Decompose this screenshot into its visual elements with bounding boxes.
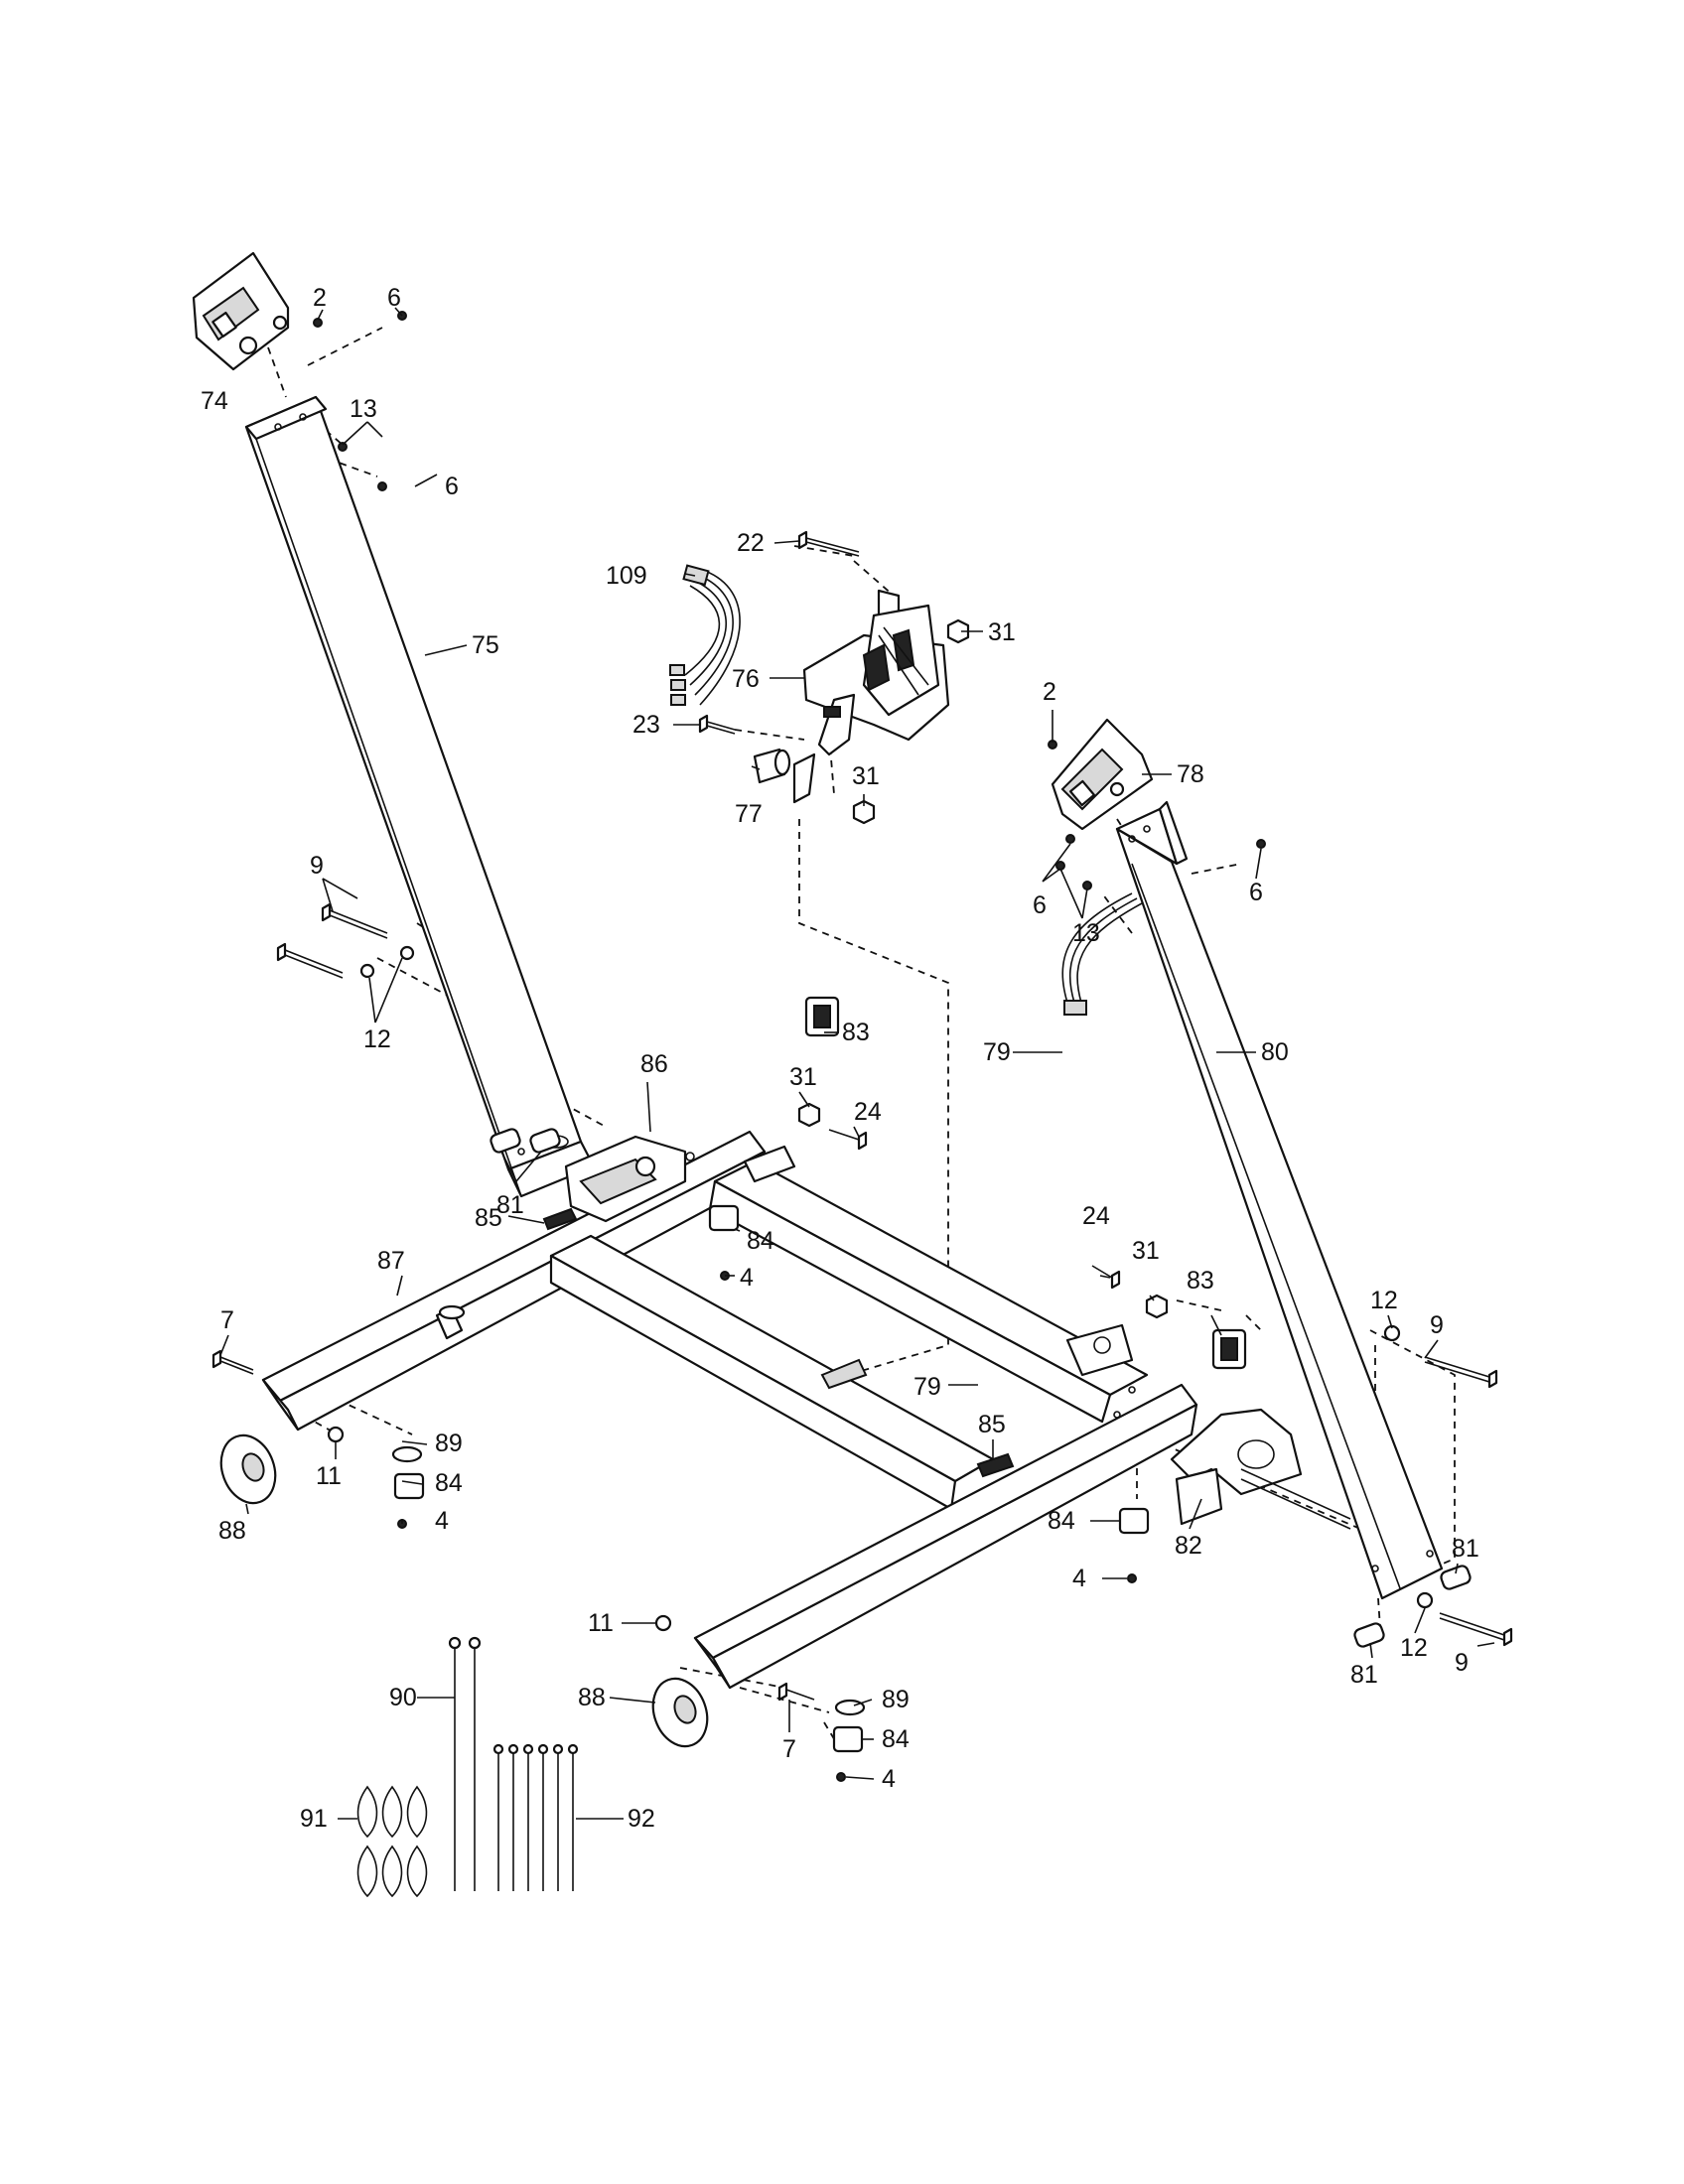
callout-2: 2 (1043, 678, 1056, 706)
callout-4: 4 (435, 1507, 449, 1535)
callout-22: 22 (737, 529, 765, 557)
callout-4: 4 (1072, 1565, 1086, 1592)
wheels (219, 1433, 709, 1748)
callout-11: 11 (316, 1462, 342, 1490)
callout-4: 4 (882, 1765, 896, 1793)
callout-31: 31 (1132, 1237, 1160, 1265)
callout-31: 31 (789, 1063, 817, 1091)
callout-6: 6 (1033, 891, 1047, 919)
callout-82: 82 (1175, 1532, 1202, 1560)
wire-harness (669, 564, 741, 706)
callout-88: 88 (578, 1684, 606, 1711)
bolts-22-23 (698, 530, 860, 735)
left-upright (244, 395, 596, 1198)
right-upright (1115, 800, 1444, 1600)
callout-88: 88 (218, 1517, 246, 1545)
callout-24: 24 (854, 1098, 882, 1126)
callout-79: 79 (983, 1038, 1011, 1066)
leader-lines (219, 307, 1495, 1820)
callout-85: 85 (978, 1411, 1006, 1438)
callout-84: 84 (747, 1227, 774, 1255)
callout-87: 87 (377, 1247, 405, 1275)
callout-81: 81 (1452, 1535, 1479, 1563)
rear-hood (1170, 1408, 1351, 1530)
callout-84: 84 (882, 1725, 910, 1753)
callout-6: 6 (1249, 879, 1263, 906)
callout-86: 86 (640, 1050, 668, 1078)
callout-84: 84 (435, 1469, 463, 1497)
callout-12: 12 (363, 1025, 391, 1053)
callout-76: 76 (732, 665, 760, 693)
nuts-31 (797, 618, 1169, 1319)
callout-12: 12 (1370, 1287, 1398, 1314)
callout-2: 2 (313, 284, 327, 312)
callout-7: 7 (782, 1735, 796, 1763)
callout-85: 85 (475, 1204, 502, 1232)
callout-23: 23 (632, 711, 660, 739)
callout-7: 7 (220, 1306, 234, 1334)
callout-74: 74 (201, 387, 228, 415)
bushing-77 (753, 748, 791, 784)
callouts: 74 2 6 13 6 75 22 109 31 76 23 77 31 2 7… (201, 284, 1479, 1833)
callout-81: 81 (496, 1191, 524, 1219)
callout-31: 31 (852, 762, 880, 790)
callout-89: 89 (435, 1430, 463, 1457)
callout-4: 4 (740, 1264, 754, 1292)
cable-ties (448, 1636, 579, 1891)
callout-9: 9 (1455, 1649, 1469, 1677)
callout-79: 79 (913, 1373, 941, 1401)
feet (391, 1204, 1150, 1753)
clips (356, 1785, 428, 1898)
small-fasteners (211, 311, 1513, 1782)
console-bracket (792, 589, 950, 804)
left-upright-cap (192, 251, 290, 371)
callout-12: 12 (1400, 1634, 1428, 1662)
callout-11: 11 (588, 1609, 614, 1637)
callout-109: 109 (606, 562, 647, 590)
callout-89: 89 (882, 1686, 910, 1713)
callout-91: 91 (300, 1805, 328, 1833)
side-shields (564, 996, 1247, 1370)
callout-13: 13 (1072, 919, 1100, 947)
callout-31: 31 (988, 618, 1016, 646)
right-upright-cap (1051, 718, 1154, 831)
callout-6: 6 (445, 473, 459, 500)
callout-24: 24 (1082, 1202, 1110, 1230)
callout-80: 80 (1261, 1038, 1289, 1066)
callout-13: 13 (350, 395, 377, 423)
callout-9: 9 (1430, 1311, 1444, 1339)
callout-75: 75 (472, 631, 499, 659)
callout-84: 84 (1048, 1507, 1075, 1535)
callout-83: 83 (842, 1019, 870, 1046)
right-wire (1061, 892, 1143, 1016)
callout-92: 92 (628, 1805, 655, 1833)
callout-6: 6 (387, 284, 401, 312)
callout-78: 78 (1177, 760, 1204, 788)
callout-83: 83 (1187, 1267, 1214, 1295)
callout-81: 81 (1350, 1661, 1378, 1689)
callout-9: 9 (310, 852, 324, 880)
callout-90: 90 (389, 1684, 417, 1711)
callout-77: 77 (735, 800, 763, 828)
